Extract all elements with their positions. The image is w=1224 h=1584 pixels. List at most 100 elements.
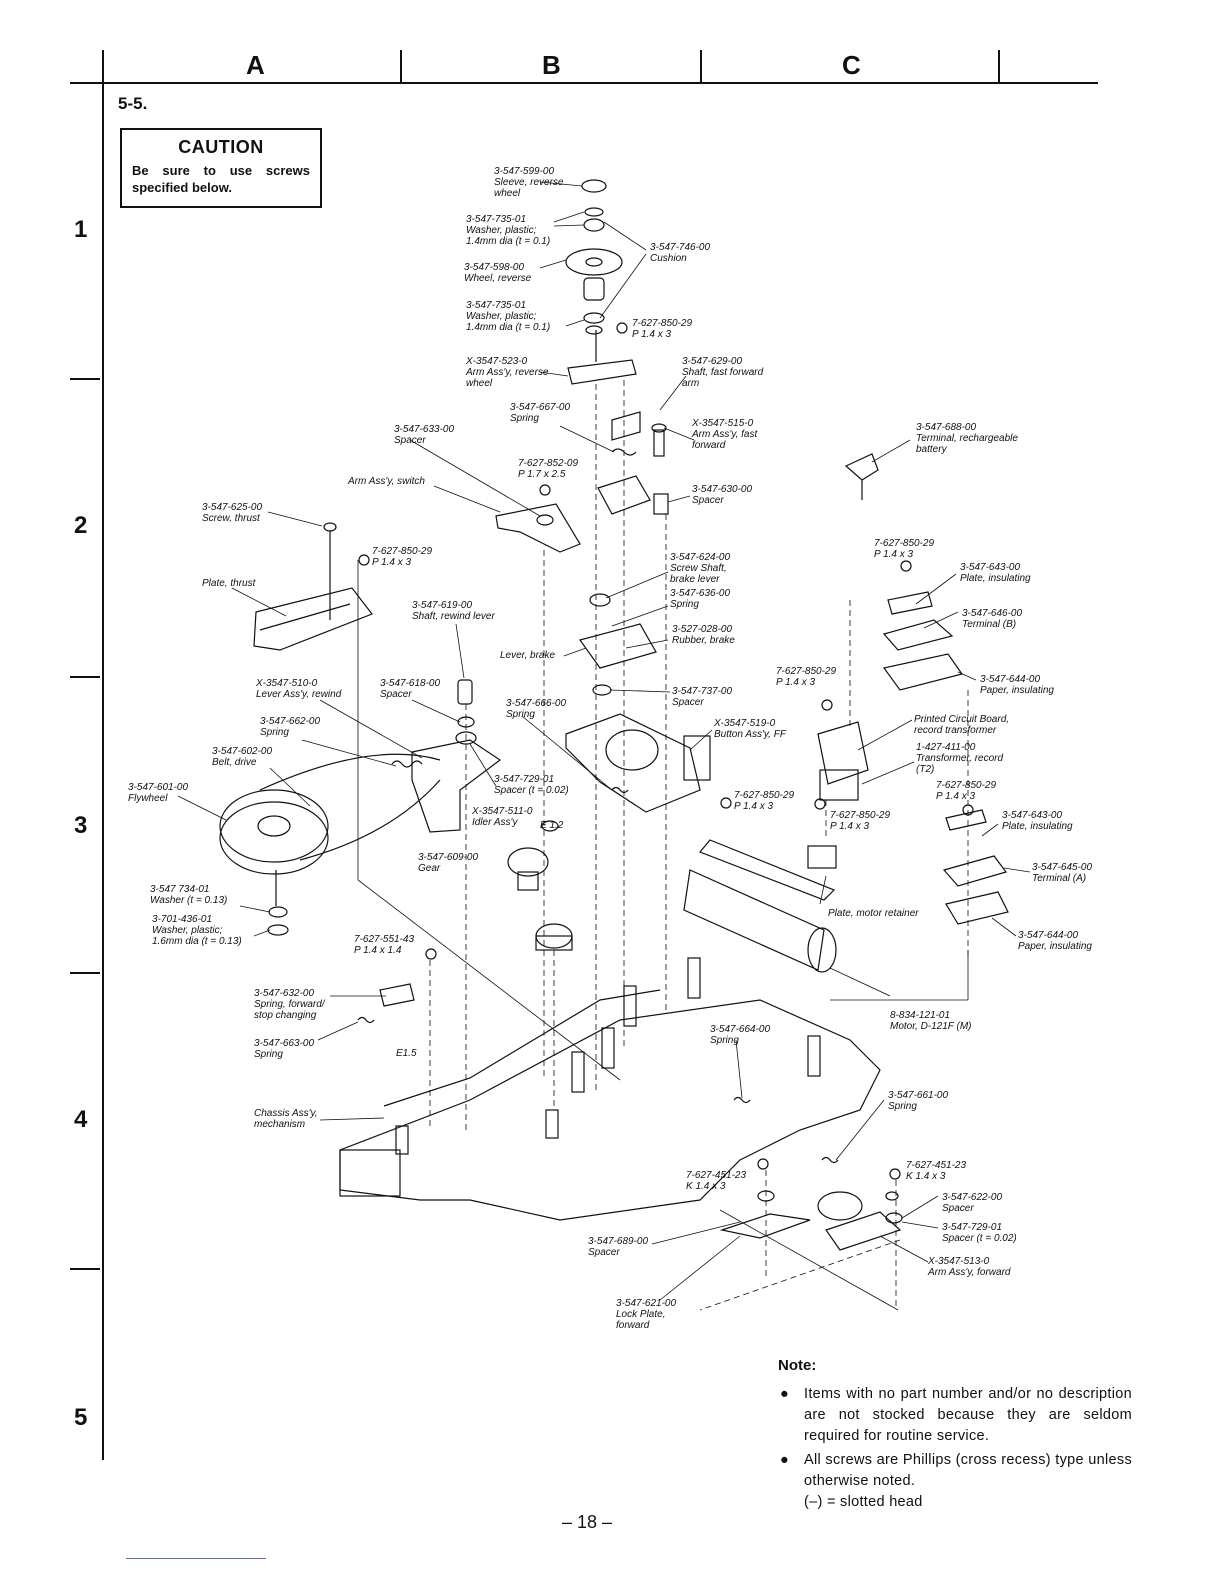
note-slotted-head: (–) = slotted head bbox=[804, 1494, 923, 1510]
belt-drive bbox=[259, 753, 441, 791]
callout-e12: E 1.2 bbox=[540, 820, 564, 831]
screw-icon bbox=[821, 699, 833, 711]
callout-chassis-assy: Chassis Ass'y,mechanism bbox=[254, 1108, 318, 1130]
reverse-wheel bbox=[565, 248, 623, 276]
screw-icon bbox=[900, 560, 912, 572]
pcb-record-transformer bbox=[817, 721, 869, 785]
column-divider-2 bbox=[700, 50, 702, 84]
paper-insulating-bottom bbox=[945, 891, 1009, 925]
screw-icon bbox=[757, 1158, 769, 1170]
bullet-icon: ● bbox=[780, 1386, 789, 1402]
callout-pcb-record-transformer: Printed Circuit Board,record transformer bbox=[914, 714, 1010, 736]
button-assy-ff bbox=[565, 713, 701, 813]
plate-insulating-top bbox=[887, 591, 933, 615]
screw-icon bbox=[889, 1168, 901, 1180]
screw-icon bbox=[425, 948, 437, 960]
page-number: – 18 – bbox=[562, 1512, 613, 1532]
note-item: ● Items with no part number and/or no de… bbox=[780, 1386, 1132, 1444]
row-divider bbox=[70, 972, 100, 974]
screw-icon bbox=[814, 798, 826, 810]
cushion-ring bbox=[583, 218, 605, 232]
spring-forward-stop bbox=[379, 983, 415, 1007]
row-label-1: 1 bbox=[74, 216, 88, 243]
spring-664 bbox=[733, 1096, 751, 1104]
caution-title: CAUTION bbox=[178, 137, 264, 157]
paper-insulating-top bbox=[882, 653, 963, 691]
arm-reverse-wheel bbox=[567, 359, 637, 385]
column-label-a: A bbox=[246, 50, 265, 80]
lock-plate-forward bbox=[719, 1213, 811, 1239]
screw-icon bbox=[720, 797, 732, 809]
solid-guide-lines bbox=[357, 560, 969, 1311]
arm-switch bbox=[495, 503, 581, 553]
screw-icon bbox=[616, 322, 628, 334]
callout-plate-motor-retainer: Plate, motor retainer bbox=[828, 908, 919, 919]
row-label-3: 3 bbox=[74, 812, 88, 839]
callout-lever-brake: Lever, brake bbox=[500, 650, 556, 661]
row-divider bbox=[70, 676, 100, 678]
plate-thrust bbox=[253, 587, 373, 651]
row-label-5: 5 bbox=[74, 1404, 88, 1431]
motor bbox=[683, 869, 825, 971]
column-label-c: C bbox=[842, 50, 861, 80]
plate-insulating-bottom bbox=[945, 809, 987, 831]
row-divider bbox=[70, 1268, 100, 1270]
row-label-2: 2 bbox=[74, 512, 88, 539]
leader-lines bbox=[177, 181, 1031, 1301]
washer-top bbox=[584, 207, 604, 217]
lever-assy-rewind bbox=[411, 739, 502, 833]
left-border bbox=[102, 50, 104, 1460]
bullet-icon: ● bbox=[780, 1452, 789, 1468]
lever-brake bbox=[579, 623, 657, 669]
footer-rule bbox=[126, 1558, 266, 1559]
caution-text: Be sure to use screws specified below. bbox=[132, 163, 310, 195]
sleeve-reverse-wheel bbox=[581, 179, 607, 193]
spring-666 bbox=[611, 786, 629, 794]
screw-icon bbox=[539, 484, 551, 496]
